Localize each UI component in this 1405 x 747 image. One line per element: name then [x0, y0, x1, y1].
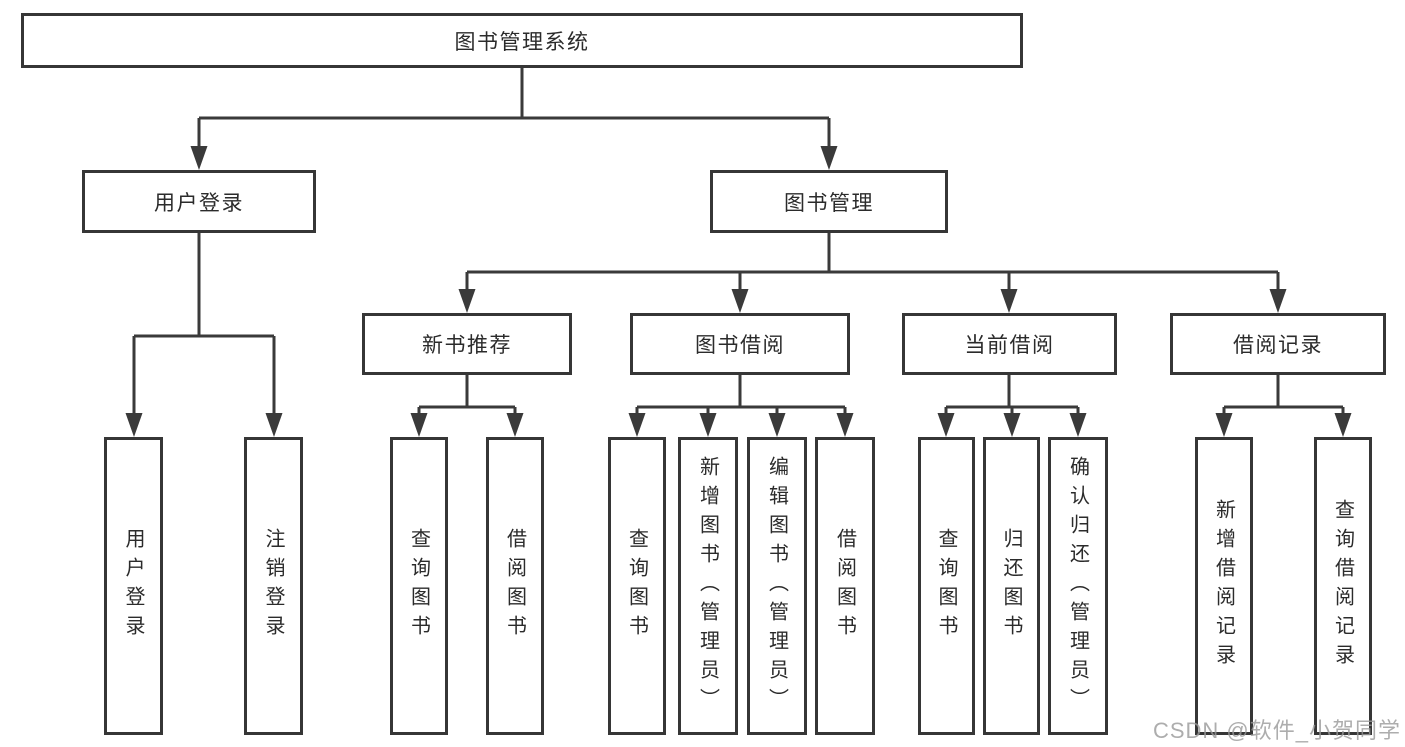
connector-current-borrow-children — [937, 375, 1087, 437]
connector-user-login-children — [125, 233, 283, 437]
node-user-login: 用户登录 — [82, 170, 316, 233]
connector-borrow-records-children — [1215, 375, 1352, 437]
node-current-borrow: 当前借阅 — [902, 313, 1117, 375]
connector-book-borrow-children — [628, 375, 854, 437]
connector-book-management-children — [458, 233, 1287, 313]
node-book-management: 图书管理 — [710, 170, 948, 233]
csdn-watermark: CSDN @软件_小贺同学 — [1152, 718, 1401, 743]
connector-root-to-level2 — [190, 68, 838, 170]
leaf-recommend-borrow-books: 借阅图书 — [486, 437, 544, 735]
leaf-current-confirm-return-admin: 确认归还（管理员） — [1048, 437, 1108, 735]
leaf-current-query-books: 查询图书 — [918, 437, 975, 735]
leaf-borrow-edit-books-admin: 编辑图书（管理员） — [747, 437, 807, 735]
leaf-borrow-query-books: 查询图书 — [608, 437, 666, 735]
node-new-book-recommend: 新书推荐 — [362, 313, 572, 375]
node-book-borrow: 图书借阅 — [630, 313, 850, 375]
node-root: 图书管理系统 — [21, 13, 1023, 68]
leaf-records-query-borrow-record: 查询借阅记录 — [1314, 437, 1372, 735]
leaf-current-return-books: 归还图书 — [983, 437, 1040, 735]
node-borrow-records: 借阅记录 — [1170, 313, 1386, 375]
leaf-records-add-borrow-record: 新增借阅记录 — [1195, 437, 1253, 735]
leaf-borrow-borrow-books: 借阅图书 — [815, 437, 875, 735]
leaf-borrow-add-books-admin: 新增图书（管理员） — [678, 437, 738, 735]
leaf-user-login: 用户登录 — [104, 437, 163, 735]
connector-new-book-recommend-children — [410, 375, 524, 437]
leaf-logout-login: 注销登录 — [244, 437, 303, 735]
leaf-recommend-query-books: 查询图书 — [390, 437, 448, 735]
